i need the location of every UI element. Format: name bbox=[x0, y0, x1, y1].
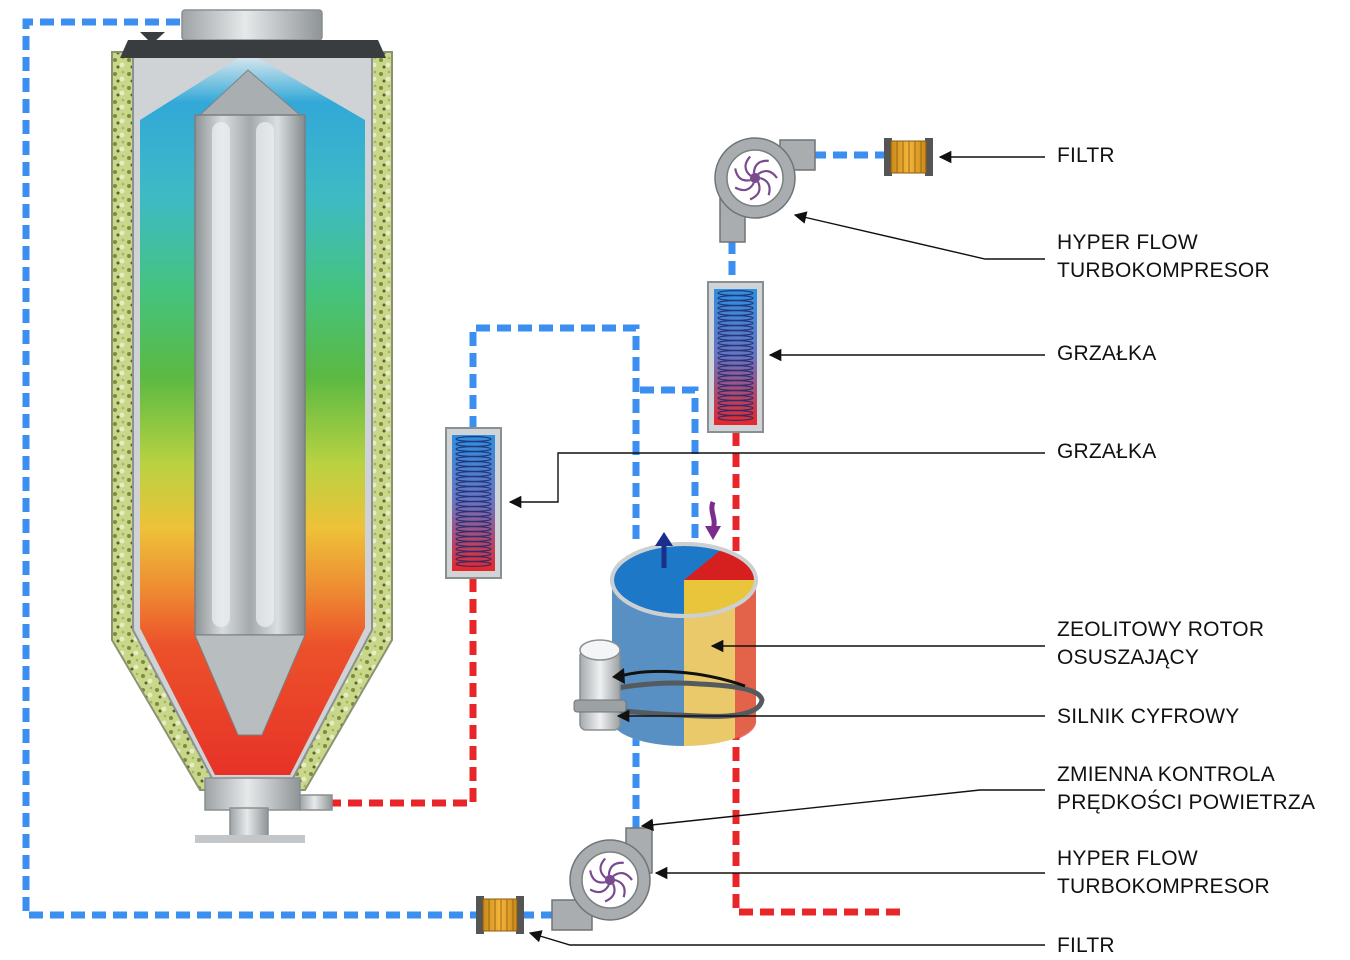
digital-motor bbox=[573, 639, 746, 731]
zeolite-rotor bbox=[578, 501, 765, 746]
label-grzalka-left: GRZAŁKA bbox=[1057, 440, 1157, 463]
turbo-compressor-bottom bbox=[551, 827, 653, 931]
label-turbo-top-line1: HYPER FLOW bbox=[1057, 231, 1198, 254]
hopper-inlet-stub bbox=[299, 794, 333, 811]
leader-grzalka-left bbox=[508, 452, 1045, 509]
leader-lines bbox=[508, 150, 1045, 946]
heater-coil-icon bbox=[717, 290, 754, 422]
motor-rotation-arrow bbox=[619, 669, 746, 688]
label-turbo-bottom-line1: HYPER FLOW bbox=[1057, 847, 1198, 870]
leader-zmienna bbox=[640, 789, 1045, 832]
rotor-in-arrow bbox=[709, 501, 717, 531]
pipe-rotor-to-right-heater bbox=[640, 386, 699, 600]
heater-coil-icon bbox=[455, 436, 492, 567]
filter-top bbox=[884, 138, 933, 176]
pipe-left-heater-to-hopper bbox=[330, 578, 477, 807]
leader-filtr-bottom bbox=[528, 930, 1045, 946]
drying-hopper bbox=[111, 9, 393, 843]
label-rotor-line2: OSUSZAJĄCY bbox=[1057, 646, 1200, 669]
hopper-center-tube bbox=[194, 114, 306, 636]
leader-turbo-top bbox=[793, 211, 1045, 260]
rotor-top-yellow bbox=[684, 580, 756, 616]
return-pipe-left bbox=[22, 18, 482, 919]
rotor-belt bbox=[578, 680, 765, 719]
label-turbo-top-line2: TURBOKOMPRESOR bbox=[1057, 259, 1270, 282]
pipe-right-heater-to-exhaust bbox=[732, 432, 905, 916]
heater-right bbox=[707, 281, 764, 433]
label-zmienna-line1: ZMIENNA KONTROLA bbox=[1057, 763, 1275, 786]
label-zmienna-line2: PRĘDKOŚCI POWIETRZA bbox=[1057, 791, 1316, 814]
label-filtr-top: FILTR bbox=[1057, 144, 1115, 167]
hopper-center-tube-bottom bbox=[194, 634, 306, 736]
label-filtr-bottom: FILTR bbox=[1057, 934, 1115, 957]
label-turbo-bottom-line2: TURBOKOMPRESOR bbox=[1057, 875, 1270, 898]
turbo-compressor-icon bbox=[734, 155, 778, 201]
turbo-compressor-top bbox=[714, 137, 816, 243]
pipe-left-heater-loop bbox=[469, 324, 640, 545]
hopper-lid-top bbox=[181, 9, 323, 41]
filter-bottom bbox=[476, 896, 524, 934]
hopper-lid bbox=[120, 40, 386, 58]
label-grzalka-right: GRZAŁKA bbox=[1057, 342, 1157, 365]
hopper-bottom-flange bbox=[204, 777, 301, 811]
heater-left bbox=[445, 427, 502, 579]
turbo-compressor-icon bbox=[589, 857, 633, 903]
label-rotor-line1: ZEOLITOWY ROTOR bbox=[1057, 618, 1265, 641]
label-silnik: SILNIK CYFROWY bbox=[1057, 705, 1240, 728]
